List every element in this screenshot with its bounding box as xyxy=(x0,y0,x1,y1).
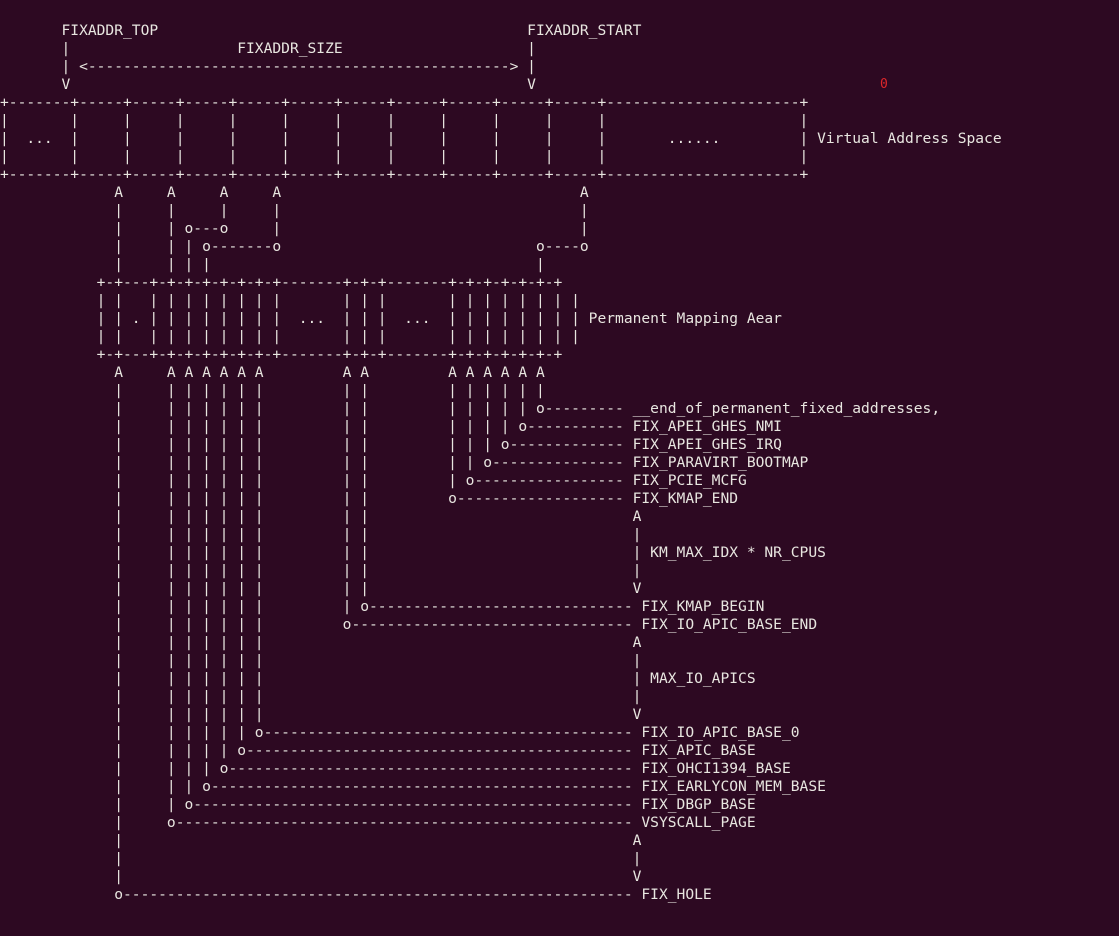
diagram-line-29: | | | | | | | | | | xyxy=(0,526,642,543)
virtual-address-space-bottom-border: +-------+-----+-----+-----+-----+-----+-… xyxy=(0,166,809,183)
label-fix-apic-base: | | | | | o-----------------------------… xyxy=(0,742,756,759)
diagram-line-39: | | | | | | | V xyxy=(0,706,642,723)
diagram-line-14: | | | | | xyxy=(0,256,545,273)
diagram-line-32: | | | | | | | | | V xyxy=(0,580,642,597)
ascii-diagram: FIXADDR_TOP FIXADDR_START | FIXADDR_SIZE… xyxy=(0,22,1119,922)
label-fix-ohci1394-base: | | | | o-------------------------------… xyxy=(0,760,791,777)
permanent-mapping-row: | | . | | | | | | | | ... | | | ... | | … xyxy=(0,310,782,327)
label-km-max-idx-nr-cpus: | | | | | | | | | | KM_MAX_IDX * NR_CPUS xyxy=(0,544,826,561)
label-fix-apei-ghes-irq: | | | | | | | | | | | | o------------- F… xyxy=(0,436,782,453)
diagram-line-01: FIXADDR_TOP FIXADDR_START xyxy=(0,22,642,39)
permanent-mapping-top-border: +-+---+-+-+-+-+-+-+-+-------+-+-+-------… xyxy=(0,274,563,291)
label-fix-hole: o---------------------------------------… xyxy=(0,886,712,903)
diagram-line-03: | <-------------------------------------… xyxy=(0,58,536,75)
diagram-line-48: | V xyxy=(0,868,642,885)
virtual-address-space-top-border: +-------+-----+-----+-----+-----+-----+-… xyxy=(0,94,809,111)
diagram-line-20: A A A A A A A A A A A A A A A xyxy=(0,364,545,381)
virtual-address-space-row: | ... | | | | | | | | | | | ...... | Vir… xyxy=(0,130,1002,147)
label-fix-apei-ghes-nmi: | | | | | | | | | | | | | o----------- F… xyxy=(0,418,782,435)
address-zero-marker: 0 xyxy=(880,77,888,92)
diagram-line-04: V V xyxy=(0,76,536,93)
permanent-mapping-bottom-border: +-+---+-+-+-+-+-+-+-+-------+-+-+-------… xyxy=(0,346,563,363)
diagram-line-02: | FIXADDR_SIZE | xyxy=(0,40,536,57)
label-vsyscall-page: | o-------------------------------------… xyxy=(0,814,756,831)
diagram-line-18: | | | | | | | | | | | | | | | | | | | | … xyxy=(0,328,580,345)
diagram-line-35: | | | | | | | A xyxy=(0,634,642,651)
diagram-line-16: | | | | | | | | | | | | | | | | | | | | … xyxy=(0,292,580,309)
label-fix-kmap-begin: | | | | | | | | o-----------------------… xyxy=(0,598,765,615)
diagram-line-11: | | | | | xyxy=(0,202,589,219)
label-fix-io-apic-base-end: | | | | | | | o-------------------------… xyxy=(0,616,818,633)
label-fix-dbgp-base: | | o-----------------------------------… xyxy=(0,796,756,813)
diagram-line-06: | | | | | | | | | | | | | xyxy=(0,112,809,129)
label-fix-paravirt-bootmap: | | | | | | | | | | | o--------------- F… xyxy=(0,454,809,471)
diagram-line-21: | | | | | | | | | | | | | | | xyxy=(0,382,545,399)
diagram-line-12: | | o---o | | xyxy=(0,220,589,237)
diagram-line-47: | | xyxy=(0,850,642,867)
diagram-line-28: | | | | | | | | | A xyxy=(0,508,642,525)
label-max-io-apics: | | | | | | | | MAX_IO_APICS xyxy=(0,670,756,687)
diagram-line-31: | | | | | | | | | | xyxy=(0,562,642,579)
label-fix-pcie-mcfg: | | | | | | | | | | o----------------- F… xyxy=(0,472,747,489)
diagram-line-10: A A A A A xyxy=(0,184,589,201)
diagram-line-36: | | | | | | | | xyxy=(0,652,642,669)
label-end-of-permanent-fixed-addresses: | | | | | | | | | | | | | | o--------- _… xyxy=(0,400,941,417)
label-fix-kmap-end: | | | | | | | | | o------------------- F… xyxy=(0,490,739,507)
diagram-line-13: | | | o-------o o----o xyxy=(0,238,589,255)
label-fix-earlycon-mem-base: | | | o---------------------------------… xyxy=(0,778,826,795)
diagram-line-08: | | | | | | | | | | | | | xyxy=(0,148,809,165)
label-fix-io-apic-base-0: | | | | | | o---------------------------… xyxy=(0,724,800,741)
diagram-line-38: | | | | | | | | xyxy=(0,688,642,705)
diagram-line-46: | A xyxy=(0,832,642,849)
